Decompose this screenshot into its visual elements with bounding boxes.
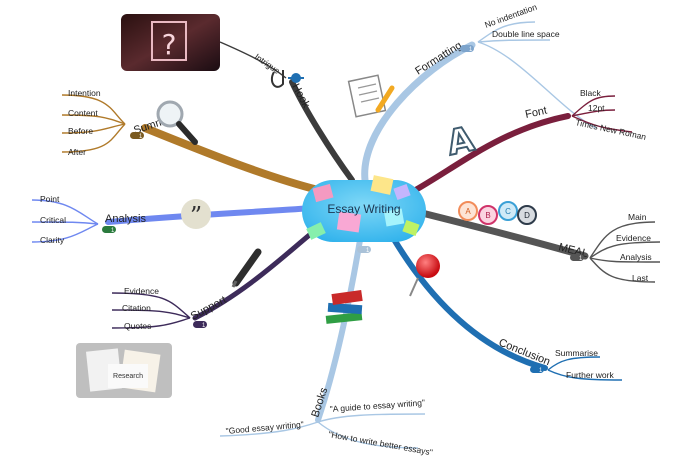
books-label[interactable]: Books	[309, 386, 330, 419]
books-leaves: "Good essay writing" "A guide to essay w…	[225, 397, 433, 457]
leaf-label[interactable]: "A guide to essay writing"	[329, 397, 425, 414]
meal-d-icon	[517, 205, 537, 225]
conclusion-badge[interactable]: 1	[530, 366, 544, 374]
sub-branch-lines	[31, 21, 661, 449]
leaf-label[interactable]: Citation	[122, 303, 151, 313]
leaf-label[interactable]: Last	[632, 273, 649, 283]
svg-text:?: ?	[162, 28, 177, 61]
svg-text:1: 1	[469, 47, 473, 53]
sticky-notes-icon	[306, 175, 420, 240]
support-branch	[192, 225, 321, 321]
leaf-label[interactable]: Content	[68, 108, 98, 118]
svg-text:C: C	[505, 207, 511, 216]
notes-photo-text: Research	[113, 373, 143, 380]
analysis-leaves: Point Critical Clarity	[40, 194, 66, 245]
center-node[interactable]: Essay Writing	[302, 175, 426, 242]
conclusion-leaves: Summarise Further work	[555, 348, 614, 380]
hook-sub-label[interactable]: Intrigue	[253, 51, 282, 76]
center-title: Essay Writing	[327, 202, 400, 216]
red-pin-icon	[409, 254, 440, 297]
leaf-label[interactable]: 12pt	[588, 103, 605, 113]
leaf-label[interactable]: Critical	[40, 215, 66, 225]
leaf-label[interactable]: Further work	[566, 370, 614, 380]
leaf-label[interactable]: No indentation	[483, 2, 538, 30]
meal-badge[interactable]: 1	[570, 254, 584, 262]
svg-text:A: A	[465, 207, 471, 216]
svg-text:1: 1	[366, 248, 370, 254]
analysis-branch	[105, 205, 315, 225]
books-branch	[315, 237, 363, 423]
analysis-badge[interactable]: 1	[102, 226, 116, 234]
leaf-label[interactable]: Summarise	[555, 348, 598, 358]
svg-text:1: 1	[139, 134, 143, 140]
leaf-label[interactable]: Point	[40, 194, 60, 204]
leaf-label[interactable]: Evidence	[124, 286, 159, 296]
summary-badge[interactable]: 1	[130, 132, 144, 140]
meal-b-icon	[478, 205, 498, 225]
leaf-label[interactable]: Analysis	[620, 252, 652, 262]
svg-text:1: 1	[539, 368, 543, 374]
svg-text:1: 1	[202, 323, 206, 329]
magnifier-icon	[156, 100, 198, 145]
svg-text:A: A	[444, 119, 479, 164]
leaf-label[interactable]: Main	[628, 212, 647, 222]
books-badge[interactable]: 1	[357, 246, 371, 254]
support-label[interactable]: Support	[189, 294, 229, 323]
svg-text:D: D	[524, 211, 530, 220]
analysis-label[interactable]: Analysis	[105, 213, 146, 225]
leaf-label[interactable]: Double line space	[492, 29, 560, 39]
svg-text:B: B	[485, 211, 490, 220]
leaf-label[interactable]: Black	[580, 88, 602, 98]
svg-text:”: ”	[190, 202, 202, 230]
fish-hook-icon	[270, 70, 304, 88]
quote-icon: ”	[181, 199, 211, 230]
leaf-label[interactable]: Before	[68, 126, 93, 136]
svg-text:1: 1	[111, 228, 115, 234]
hook-label[interactable]: Hook	[289, 82, 312, 111]
leaf-label[interactable]: Times New Roman	[575, 117, 648, 142]
conclusion-branch	[389, 233, 548, 371]
meal-letter-icons: A B C D	[458, 201, 537, 225]
leaf-label[interactable]: Evidence	[616, 233, 651, 243]
formatting-badge[interactable]: 1	[460, 45, 474, 53]
support-badge[interactable]: 1	[193, 321, 207, 329]
font-a-icon: A	[443, 118, 480, 165]
leaf-label[interactable]: Intention	[68, 88, 101, 98]
meal-a-icon	[458, 201, 478, 221]
support-leaves: Evidence Citation Quotes	[122, 286, 159, 331]
meal-leaves: Main Evidence Analysis Last	[616, 212, 652, 283]
meal-branch	[414, 208, 589, 260]
leaf-label[interactable]: "How to write better essays"	[328, 429, 434, 457]
leaf-label[interactable]: Clarity	[40, 235, 65, 245]
formatting-branch	[361, 41, 476, 184]
summary-branch	[141, 124, 322, 194]
meal-c-icon	[498, 201, 518, 221]
notes-photo: Research	[76, 343, 172, 398]
font-branch	[409, 113, 571, 195]
summary-leaves: Intention Content Before After	[68, 88, 101, 157]
pen-icon	[231, 248, 262, 288]
font-label[interactable]: Font	[524, 105, 548, 121]
formatting-leaves: No indentation Double line space	[483, 2, 560, 39]
document-pencil-icon	[347, 74, 395, 118]
leaf-label[interactable]: Quotes	[124, 321, 151, 331]
hook-branch	[289, 79, 355, 183]
formatting-label[interactable]: Formatting	[413, 40, 464, 78]
leaf-label[interactable]: After	[68, 147, 86, 157]
svg-text:1: 1	[579, 256, 583, 262]
books-icon	[325, 289, 363, 324]
badges: 1 1 1 1 1 1 1	[102, 45, 584, 374]
question-mark-photo: ?	[121, 14, 220, 71]
